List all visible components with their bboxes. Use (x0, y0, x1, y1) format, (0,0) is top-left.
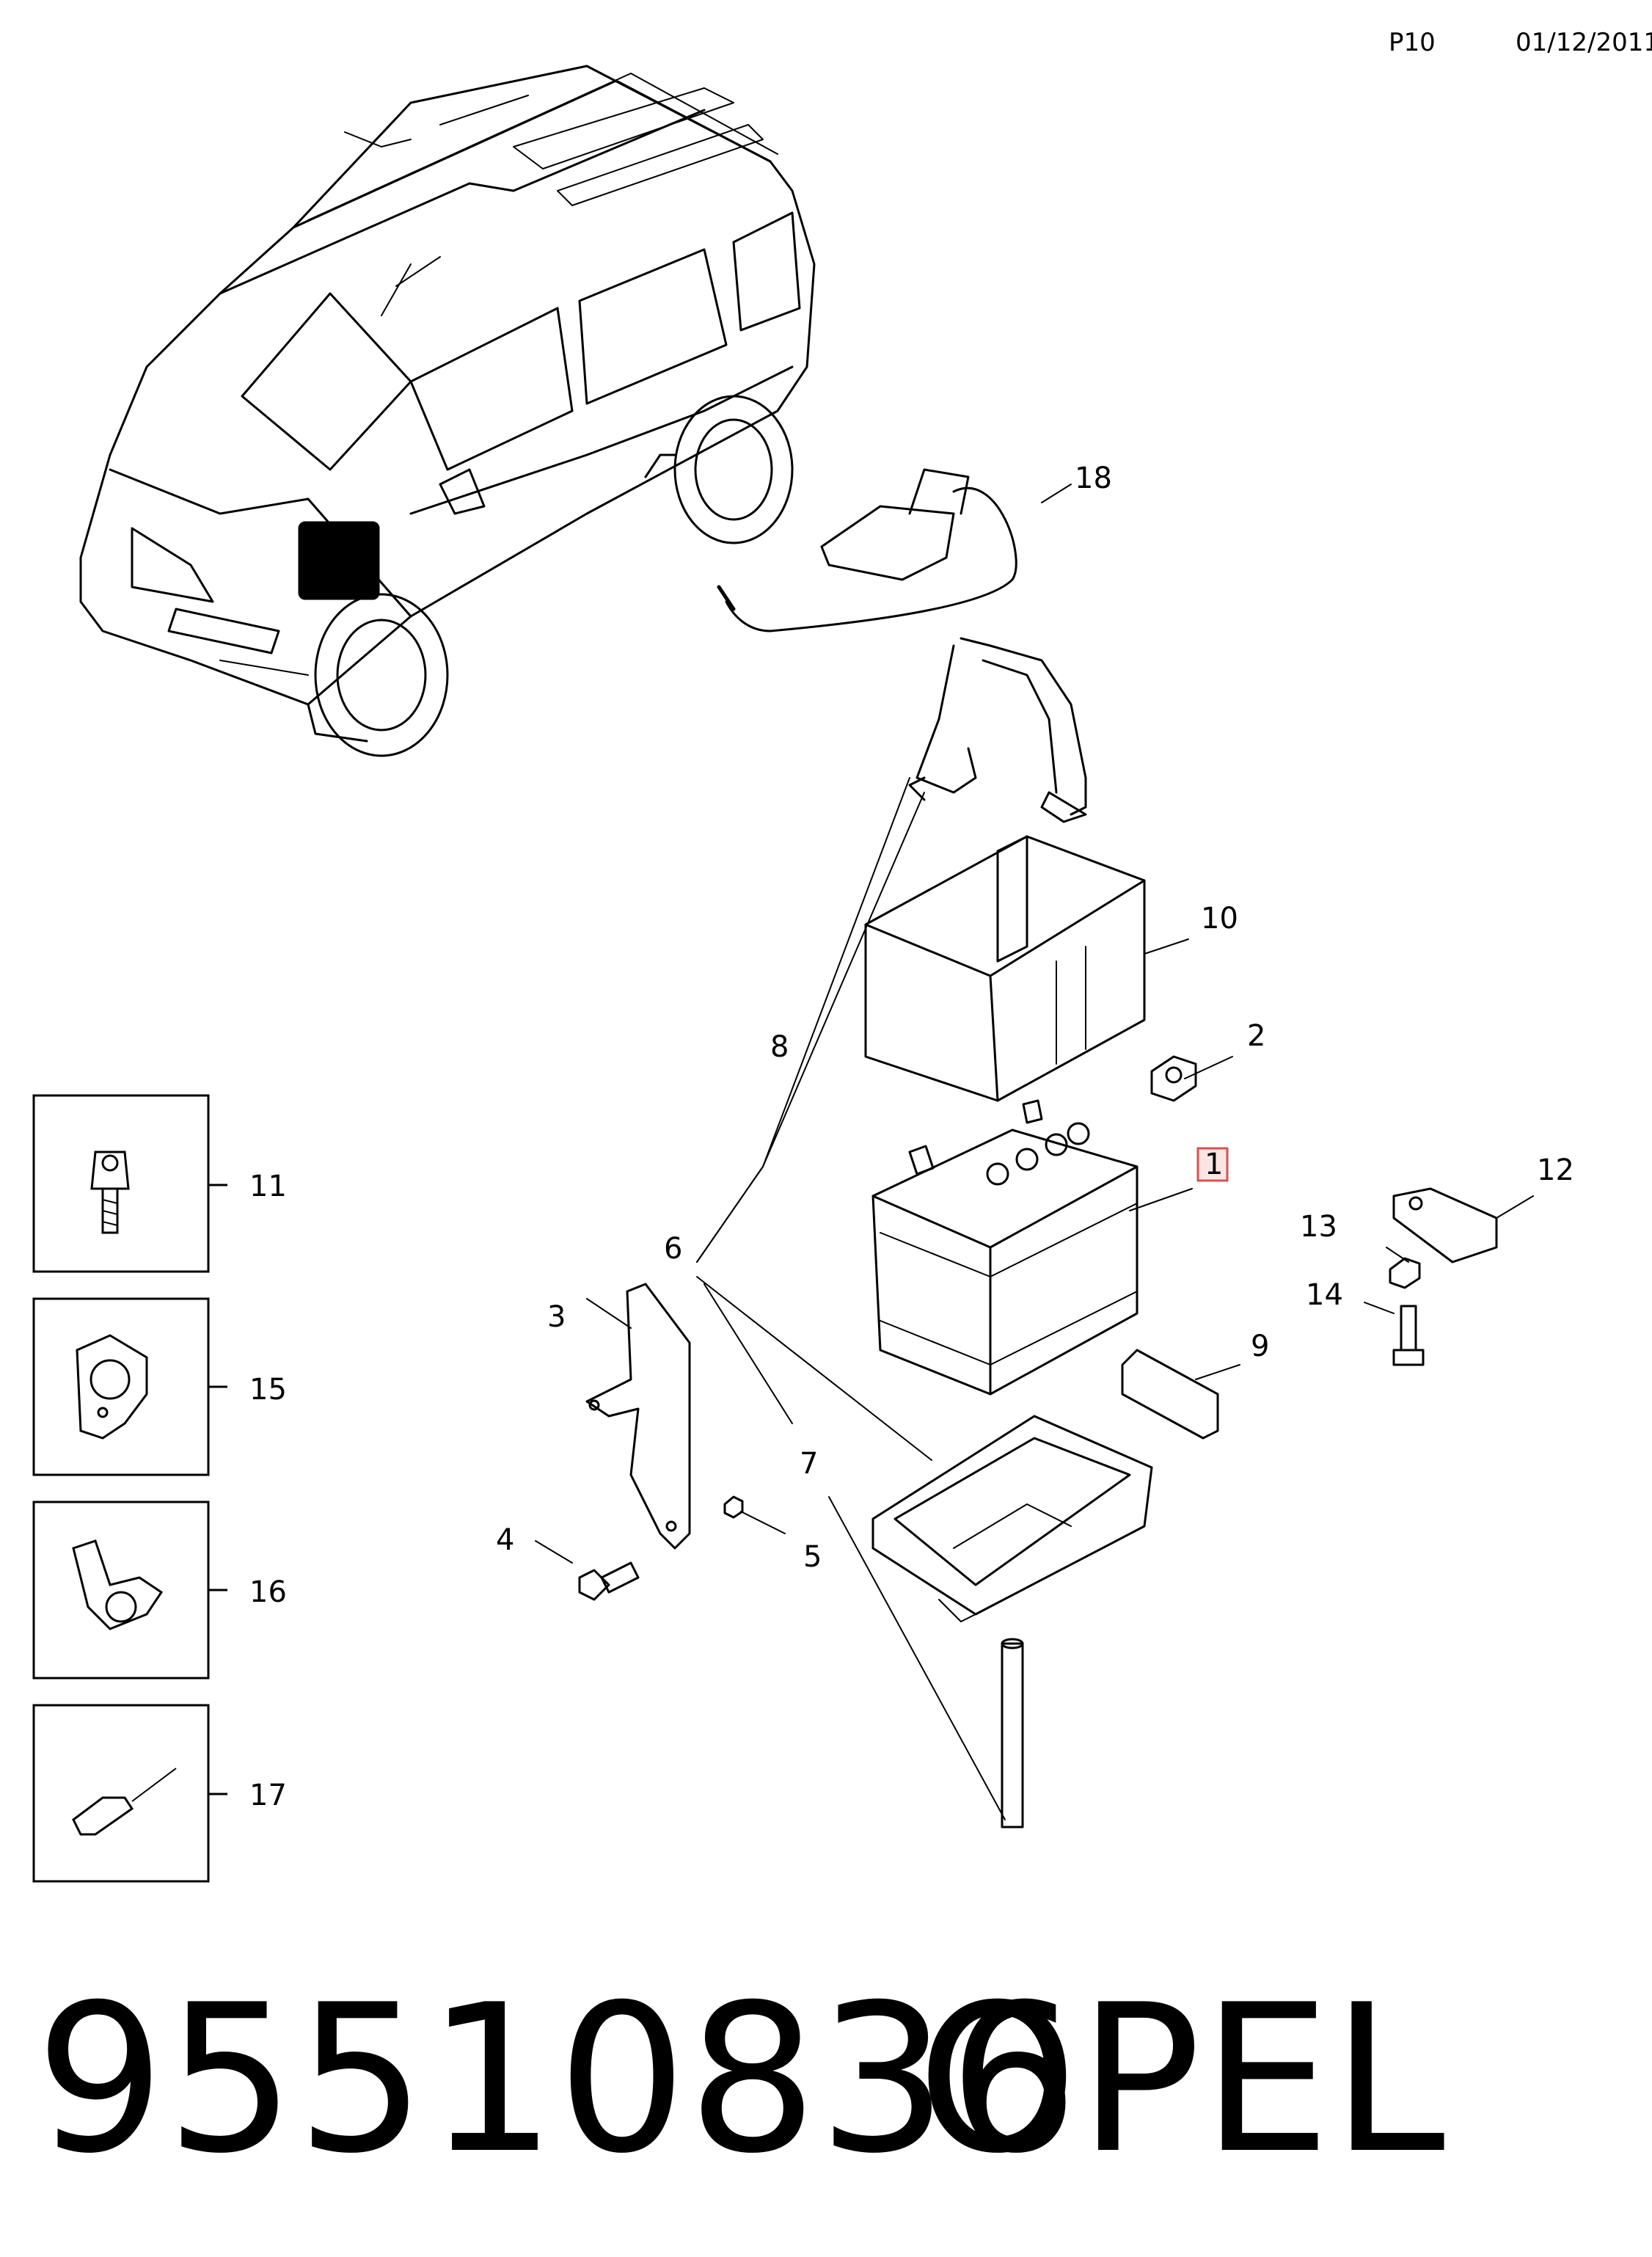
parts-diagram: 1 2 3 4 5 6 7 8 9 10 11 12 13 14 15 16 1… (32, 65, 1574, 1883)
part-12-bracket (1392, 1187, 1498, 1264)
rivet-icon (72, 1768, 177, 1836)
callout-6: 6 (664, 1232, 682, 1266)
callout-10: 10 (1201, 902, 1238, 936)
page-code: P10 (1389, 28, 1436, 57)
callout-15: 15 (249, 1373, 287, 1407)
part-4-bolt (578, 1561, 640, 1601)
part-8-hold-down-frame (908, 637, 1087, 823)
part-2-nut (1150, 1055, 1197, 1102)
battery-location-marker (298, 521, 380, 600)
part-number: 95510836 (35, 1961, 1079, 2198)
callout-2: 2 (1247, 1019, 1265, 1053)
callout-13: 13 (1300, 1210, 1337, 1244)
callout-8: 8 (770, 1030, 789, 1064)
part-6-battery-tray (871, 1415, 1153, 1622)
callout-labels: 1 2 3 4 5 6 7 8 9 10 11 12 13 14 15 16 1… (249, 462, 1574, 1812)
callout-12: 12 (1537, 1153, 1574, 1187)
callout-18: 18 (1075, 462, 1112, 495)
callout-3: 3 (547, 1300, 566, 1334)
clip-icon (76, 1334, 148, 1440)
vehicle-illustration (79, 65, 816, 757)
part-7-rod (1001, 1638, 1024, 1828)
part-14-bolt (1392, 1305, 1425, 1366)
callout-1: 1 (1205, 1148, 1223, 1181)
callout-9: 9 (1251, 1330, 1269, 1363)
highlight-box (1196, 1147, 1229, 1182)
part-3-bracket (585, 1283, 691, 1550)
leader-lines (535, 484, 1534, 1820)
callout-5: 5 (803, 1540, 822, 1574)
part-13-nut (1389, 1257, 1421, 1289)
callout-11: 11 (249, 1170, 287, 1203)
callout-4: 4 (496, 1523, 514, 1557)
callout-16: 16 (249, 1575, 287, 1609)
brand-name: OPEL (917, 1961, 1446, 2198)
part-10-battery-cover (864, 835, 1146, 1102)
callout-17: 17 (249, 1779, 287, 1812)
part-5-nut (723, 1495, 744, 1519)
part-1-battery (871, 1099, 1139, 1396)
callout-14: 14 (1306, 1278, 1343, 1312)
screw-icon (90, 1151, 130, 1234)
part-9-pad (1121, 1349, 1219, 1440)
detail-panels (32, 1094, 227, 1883)
part-18-battery-sensor (717, 468, 1017, 632)
clamp-icon (72, 1539, 164, 1630)
callout-7: 7 (800, 1447, 818, 1481)
diagram-date: 01/12/2011 (1516, 28, 1652, 57)
